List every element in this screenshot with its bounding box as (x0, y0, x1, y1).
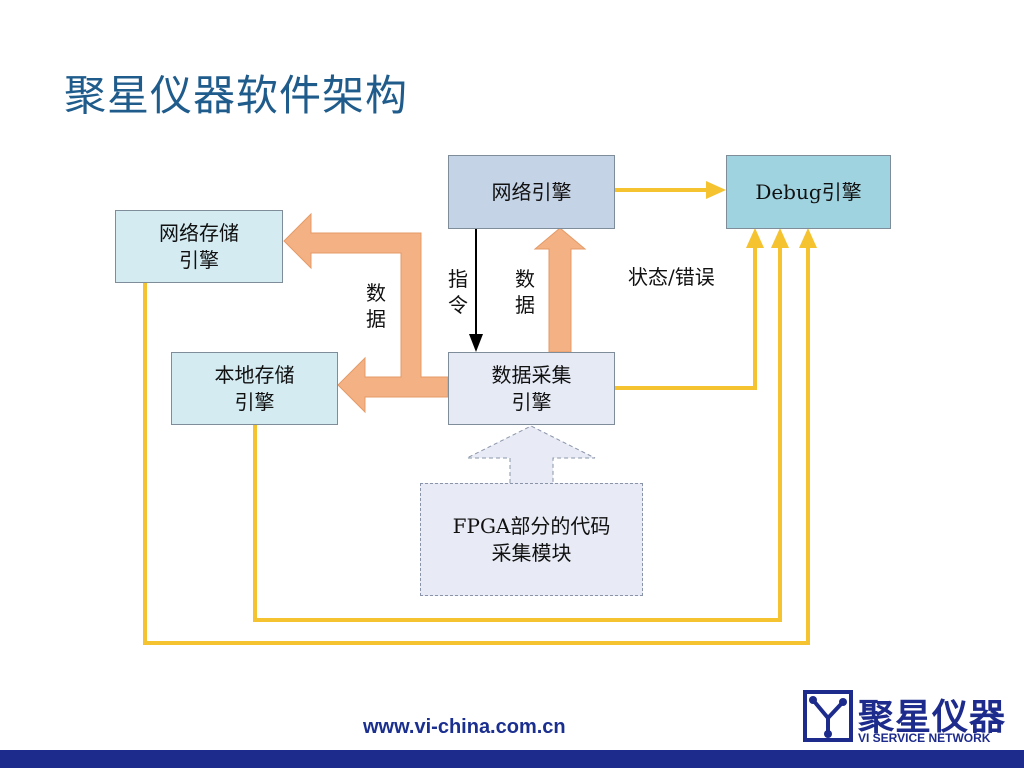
acquisition-label-line1: 数据采集 (491, 362, 572, 387)
data-arrow-to-storage (283, 212, 449, 414)
local-storage-to-debug-line (253, 242, 782, 622)
fpga-up-arrow (466, 425, 596, 498)
arrowhead-debug-up-2 (771, 228, 789, 248)
command-arrowhead (469, 334, 483, 352)
data-acquisition-engine-box: 数据采集 引擎 (448, 352, 615, 425)
acquisition-label-line2: 引擎 (511, 389, 552, 414)
fpga-label-line2: 采集模块 (491, 540, 572, 565)
network-storage-label-line1: 网络存储 (159, 220, 239, 245)
debug-engine-label: Debug引擎 (755, 179, 862, 204)
network-engine-label: 网络引擎 (491, 179, 572, 204)
local-storage-label-line1: 本地存储 (214, 362, 295, 387)
arrowhead-debug-up-3 (799, 228, 817, 248)
network-engine-box: 网络引擎 (448, 155, 615, 229)
fpga-label-line1: FPGA部分的代码 (452, 513, 611, 538)
bottom-bar (0, 750, 1024, 768)
website-link[interactable]: www.vi-china.com.cn (363, 716, 566, 738)
local-storage-label-line2: 引擎 (234, 389, 275, 414)
logo-english-text: VI SERVICE NETWORK (858, 731, 991, 745)
logo-icon (803, 690, 853, 742)
fpga-acquisition-module-box: FPGA部分的代码 采集模块 (420, 483, 643, 596)
network-storage-label-line2: 引擎 (179, 247, 219, 272)
debug-engine-box: Debug引擎 (726, 155, 891, 229)
network-storage-engine-box: 网络存储 引擎 (115, 210, 283, 283)
arrowhead-debug-up-1 (746, 228, 764, 248)
logo-chinese-text: 聚星仪器 (858, 697, 1007, 738)
net-storage-to-debug-line (143, 242, 810, 645)
data-label-middle: 数 据 (515, 267, 535, 317)
arrowhead-debug-right (706, 181, 726, 199)
command-label: 指 令 (448, 267, 468, 317)
page-title: 聚星仪器软件架构 (64, 71, 409, 120)
status-error-label: 状态/错误 (628, 265, 715, 289)
data-arrow-to-network (533, 227, 587, 353)
data-label-left: 数 据 (366, 281, 386, 331)
local-storage-engine-box: 本地存储 引擎 (171, 352, 338, 425)
status-lines (143, 188, 810, 645)
status-arrowheads (706, 181, 817, 248)
acq-to-debug-line (614, 242, 757, 390)
